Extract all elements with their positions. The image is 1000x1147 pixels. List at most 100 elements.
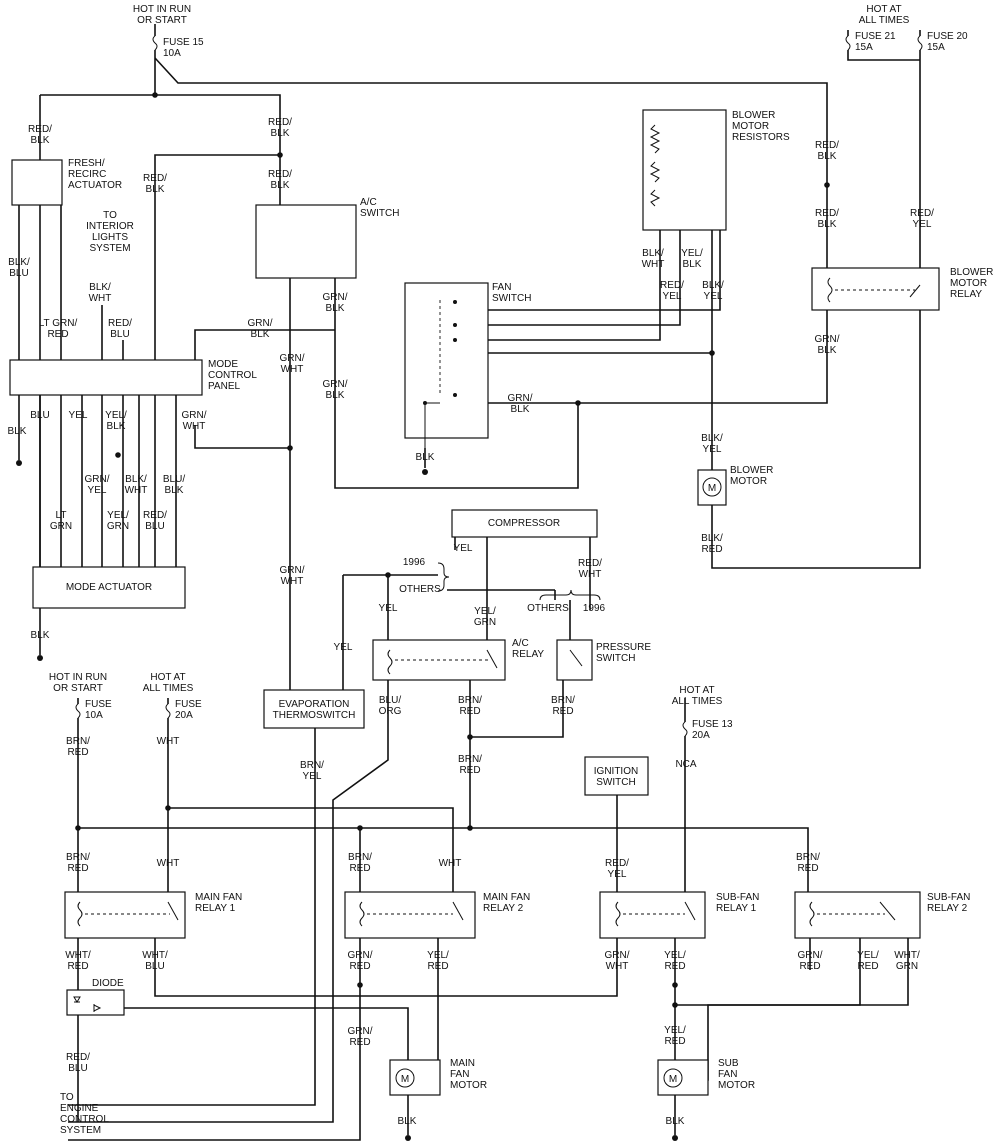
- label-line: YEL/: [664, 950, 686, 961]
- diode-label: DIODE: [92, 978, 124, 989]
- label-line: A/C: [360, 197, 377, 208]
- relay-symbols: [73, 124, 921, 1012]
- label-line: ALL TIMES: [672, 696, 723, 707]
- label-line: MODE: [208, 359, 238, 370]
- main-fan-relay-1-box: [64, 891, 186, 939]
- label-line: HOT AT: [679, 685, 714, 696]
- label-line: YEL: [608, 869, 627, 880]
- label-line: GRN: [107, 521, 129, 532]
- label-line: BLK: [326, 303, 345, 314]
- label-line: WHT: [281, 364, 304, 375]
- wire-label: BLK/YEL: [702, 280, 724, 302]
- label-line: RED: [664, 1036, 685, 1047]
- compressor-label: COMPRESSOR: [488, 518, 560, 529]
- label-line: TO: [103, 210, 117, 221]
- label-line: GRN/: [248, 318, 273, 329]
- wire-label: YEL/BLK: [105, 410, 127, 432]
- label-line: BLU: [145, 521, 164, 532]
- wire-label: GRN/BLK: [248, 318, 273, 340]
- label-line: RED/: [28, 124, 52, 135]
- label-line: RED: [427, 961, 448, 972]
- label-line: RED/: [910, 208, 934, 219]
- label-line: HOT IN RUN: [133, 4, 191, 15]
- label-line: BLK: [271, 128, 290, 139]
- label-line: HOT AT: [150, 672, 185, 683]
- label-line: BLK: [416, 452, 435, 463]
- wire-label: YEL/GRN: [474, 606, 496, 628]
- label-line: BLU: [68, 1063, 87, 1074]
- label-line: GRN/: [508, 393, 533, 404]
- wire-label: GRN/BLK: [815, 334, 840, 356]
- wire-label: RED/BLK: [815, 208, 839, 230]
- label-line: WHT: [606, 961, 629, 972]
- label-line: BLOWER: [950, 267, 993, 278]
- label-line: RELAY: [950, 289, 982, 300]
- wire-label: GRN/BLK: [323, 292, 348, 314]
- label-line: YEL: [663, 291, 682, 302]
- label-line: OTHERS: [527, 603, 569, 614]
- mode-control-panel: [9, 359, 203, 396]
- wire-label: RED/YEL: [605, 858, 629, 880]
- label-line: 1996: [583, 603, 606, 614]
- label-line: YEL: [303, 771, 322, 782]
- label-line: BLK/: [701, 533, 723, 544]
- label-line: MOTOR: [950, 278, 987, 289]
- wire-label: BLK: [666, 1116, 685, 1127]
- wire-label: GRN/BLK: [508, 393, 533, 415]
- wire-label: WHT/RED: [65, 950, 91, 972]
- label-line: BLU: [145, 961, 164, 972]
- label-line: RED/: [66, 1052, 90, 1063]
- wire-label: BLK: [398, 1116, 417, 1127]
- label-line: BLK: [107, 421, 126, 432]
- blower-motor-symbol: M: [708, 483, 716, 494]
- wire-label: RED/WHT: [578, 558, 602, 580]
- label-line: YEL/: [105, 410, 127, 421]
- label-line: YEL: [703, 444, 722, 455]
- wire-label: NCA: [675, 759, 696, 770]
- label-line: BLU: [30, 410, 49, 421]
- label-line: BLK/: [701, 433, 723, 444]
- label-line: SWITCH: [596, 653, 635, 664]
- label-line: RELAY 1: [195, 903, 236, 914]
- wire-label: GRN/BLK: [323, 379, 348, 401]
- label-line: MAIN FAN: [195, 892, 242, 903]
- label-line: WHT: [579, 569, 602, 580]
- label-line: YEL: [69, 410, 88, 421]
- junction-dots: [16, 92, 830, 1141]
- label-line: BLOWER: [730, 465, 773, 476]
- label-line: FUSE: [175, 699, 202, 710]
- mode-actuator-label: MODE ACTUATOR: [66, 582, 152, 593]
- label-line: RECIRC: [68, 169, 106, 180]
- label-line: RED/: [108, 318, 132, 329]
- wire-label: WHT: [157, 736, 180, 747]
- label-line: HOT AT: [866, 4, 901, 15]
- label-line: YEL: [334, 642, 353, 653]
- fuse-icons: [75, 35, 923, 737]
- label-line: RED: [552, 706, 573, 717]
- label-line: YEL/: [474, 606, 496, 617]
- label-line: BRN/: [66, 736, 90, 747]
- wire-label: YEL/RED: [427, 950, 449, 972]
- label-line: SUB: [718, 1058, 739, 1069]
- wire-label: YEL/RED: [664, 1025, 686, 1047]
- label-line: RED: [459, 765, 480, 776]
- label-line: PRESSURE: [596, 642, 651, 653]
- wire-label: RED/BLK: [268, 117, 292, 139]
- label-line: YEL: [913, 219, 932, 230]
- label-line: GRN: [50, 521, 72, 532]
- label-line: RED/: [143, 510, 167, 521]
- label-line: BLK: [165, 485, 184, 496]
- label-line: BLK/: [89, 282, 111, 293]
- wire-label: WHT: [439, 858, 462, 869]
